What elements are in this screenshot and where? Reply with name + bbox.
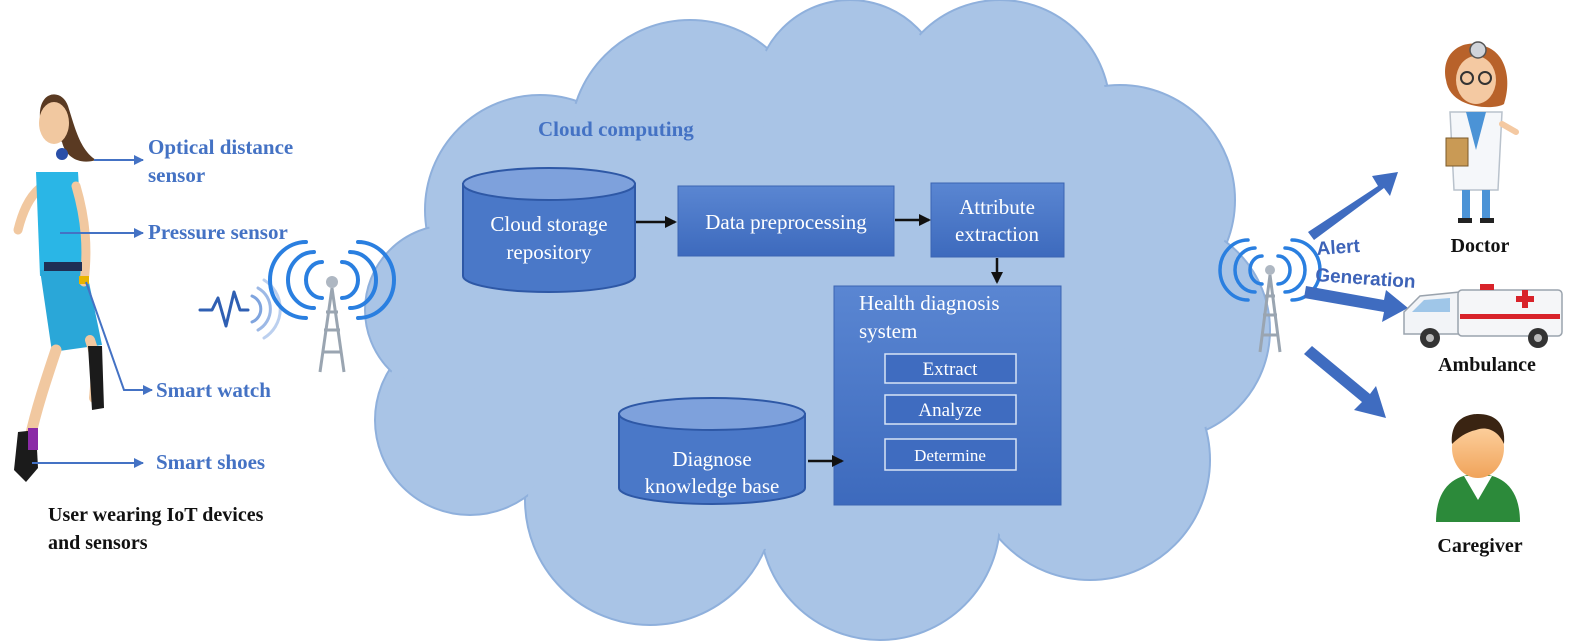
- arrow-smart-watch: [85, 281, 153, 395]
- doctor-icon: [1445, 41, 1519, 223]
- antenna-tower-right-icon: [1218, 238, 1322, 353]
- cloud-title: Cloud computing: [538, 117, 694, 141]
- attribute-label-line2: extraction: [955, 222, 1039, 246]
- user-caption-line1: User wearing IoT devices: [48, 504, 264, 526]
- alert-arrows: [1304, 172, 1408, 418]
- health-label-line1: Health diagnosis: [859, 291, 1000, 315]
- attribute-extraction-box: Attribute extraction: [930, 182, 1065, 258]
- heartbeat-wireless-icon: [198, 278, 282, 340]
- alert-label-line1: Alert: [1316, 236, 1361, 260]
- health-diagnosis-box: Health diagnosis system Extract Analyze …: [833, 285, 1062, 506]
- user-caption-line2: and sensors: [48, 532, 148, 554]
- determine-step: [884, 438, 1017, 471]
- analyze-step: [884, 394, 1017, 425]
- kb-label-line1: Diagnose: [672, 447, 751, 471]
- kb-label-line2: knowledge base: [645, 474, 780, 498]
- ambulance-icon: [1403, 284, 1563, 348]
- arrow-to-caregiver: [1304, 346, 1386, 418]
- optical-sensor-label-line2: sensor: [148, 163, 205, 187]
- smart-shoes-label: Smart shoes: [156, 450, 265, 474]
- ambulance-label: Ambulance: [1438, 354, 1536, 376]
- caregiver-icon: [1436, 414, 1520, 522]
- storage-label-line1: Cloud storage: [490, 212, 607, 236]
- pressure-sensor-label: Pressure sensor: [148, 220, 288, 244]
- antenna-tower-left-icon: [268, 240, 396, 373]
- analyze-label: Analyze: [918, 400, 981, 421]
- storage-label-line2: repository: [506, 240, 592, 264]
- extract-step: [884, 353, 1017, 384]
- alert-label-line2: Generation: [1315, 265, 1417, 293]
- preprocessing-box: Data preprocessing: [677, 185, 895, 257]
- attribute-label-line1: Attribute: [959, 195, 1035, 219]
- determine-label: Determine: [914, 446, 986, 465]
- smart-watch-label: Smart watch: [156, 378, 271, 402]
- cloud-storage-cylinder: Cloud storage repository: [462, 167, 636, 293]
- optical-sensor-label-line1: Optical distance: [148, 135, 293, 159]
- optical-sensor-dot: [56, 148, 68, 160]
- preprocessing-label: Data preprocessing: [705, 210, 867, 234]
- arrow-to-doctor: [1308, 172, 1398, 240]
- health-label-line2: system: [859, 319, 917, 343]
- arrow-to-ambulance: [1304, 286, 1408, 322]
- runner-figure: [13, 94, 104, 482]
- extract-label: Extract: [923, 359, 979, 380]
- caregiver-label: Caregiver: [1437, 535, 1522, 557]
- knowledge-base-cylinder: Diagnose knowledge base: [618, 397, 806, 505]
- doctor-label: Doctor: [1451, 235, 1510, 257]
